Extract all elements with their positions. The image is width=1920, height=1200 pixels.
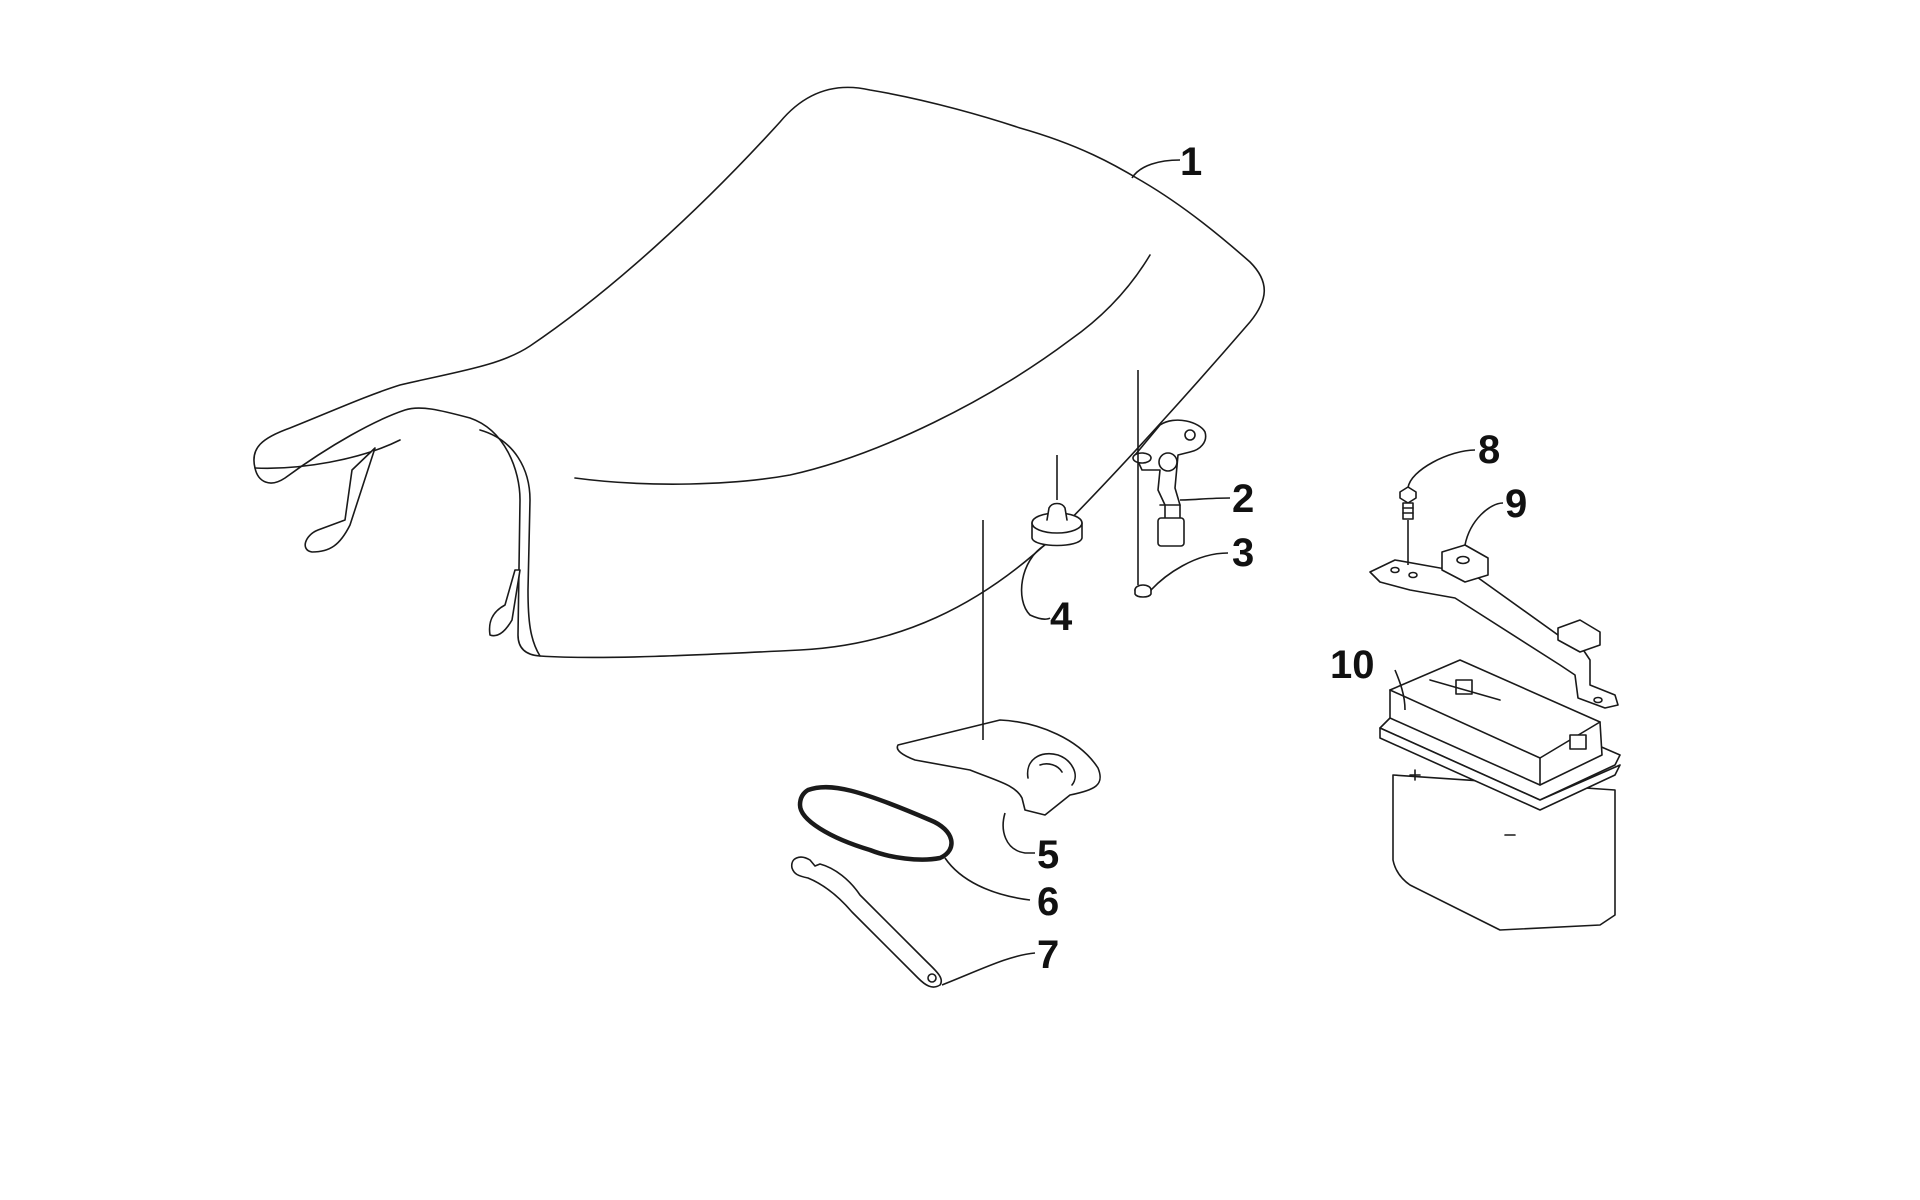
rubber-bumper-part[interactable] [1031,502,1083,547]
o-ring-part[interactable] [797,784,954,862]
bolt-part[interactable] [1399,486,1417,520]
callout-1: 1 [1180,140,1202,184]
callout-10: 10 [1330,643,1375,687]
battery-part[interactable] [1379,659,1621,931]
callout-2: 2 [1232,477,1254,521]
battery-strap-part[interactable] [1369,544,1619,709]
callout-labels: 1 2 3 4 5 6 7 8 9 10 [1037,140,1527,977]
spanner-wrench-part[interactable] [790,856,943,988]
callout-5: 5 [1037,833,1059,877]
callout-9: 9 [1505,482,1527,526]
leader-lines [941,159,1504,986]
callout-6: 6 [1037,880,1059,924]
callout-4: 4 [1050,595,1073,639]
tool-tray-part[interactable] [896,719,1101,816]
callout-7: 7 [1037,933,1059,977]
seat-part[interactable] [253,86,1265,659]
assembly-lines [982,370,1409,740]
nut-part[interactable] [1134,584,1152,598]
callout-3: 3 [1232,531,1254,575]
callout-8: 8 [1478,428,1500,472]
